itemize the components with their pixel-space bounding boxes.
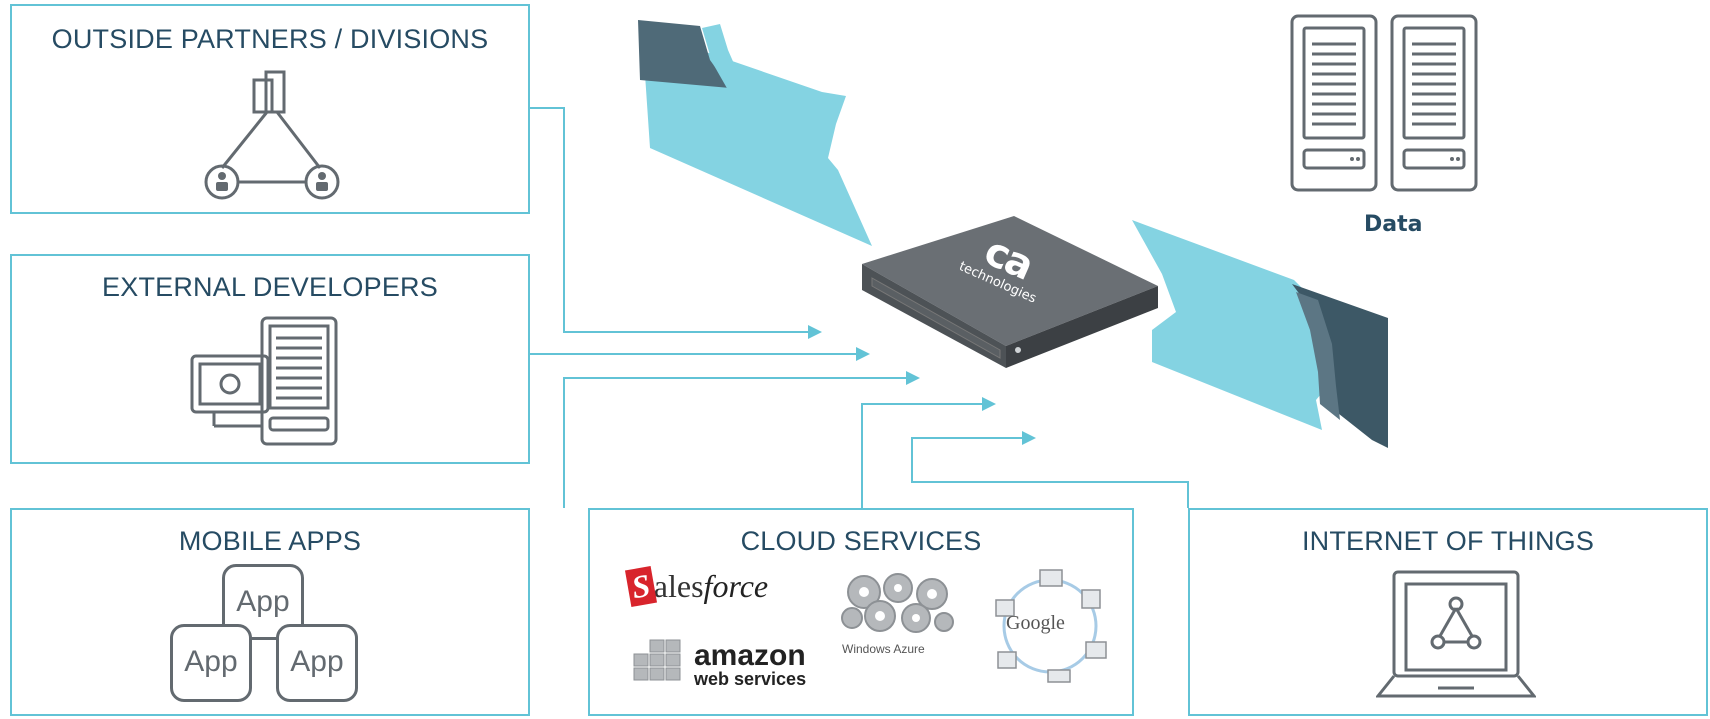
salesforce-s: S: [624, 566, 657, 607]
outbound-flow-band: [1132, 220, 1388, 448]
windows-azure-label: Windows Azure: [842, 642, 925, 656]
server-rack-icon: [1290, 14, 1478, 192]
mobile-apps-title: MOBILE APPS: [178, 526, 362, 556]
salesforce-b: force: [703, 568, 769, 604]
connector-lines: [530, 107, 1189, 508]
google-apps-ring-icon: [995, 569, 1107, 683]
mobile-apps-box: MOBILE APPS App App App: [10, 508, 530, 716]
cloud-services-box: CLOUD SERVICES Salesforce Windows Azure …: [588, 508, 1134, 716]
salesforce-a: ales: [653, 568, 704, 604]
external-developers-box: EXTERNAL DEVELOPERS: [10, 254, 530, 464]
app-tile-left: App: [170, 624, 252, 702]
server-rack-leds: [1350, 157, 1460, 161]
amazon-label: amazon: [694, 639, 806, 672]
app-tile-right: App: [276, 624, 358, 702]
connector-arrowheads: [808, 325, 1036, 445]
external-developers-title: EXTERNAL DEVELOPERS: [102, 272, 438, 302]
azure-gears-icon: [841, 573, 954, 633]
cloud-services-title: CLOUD SERVICES: [740, 526, 982, 556]
developer-workstation-icon: [190, 316, 338, 446]
data-label: Data: [1364, 212, 1423, 237]
aws-label: web services: [694, 669, 807, 689]
aws-cubes-icon: [633, 639, 681, 681]
inbound-flow-band: [638, 20, 872, 246]
laptop-network-icon: [1376, 570, 1536, 698]
network-triangle-icon: [204, 70, 340, 200]
outside-partners-box: OUTSIDE PARTNERS / DIVISIONS: [10, 4, 530, 214]
salesforce-logo: Salesforce: [624, 566, 769, 612]
server-rack-lines: [1312, 42, 1456, 126]
google-label: Google: [1006, 612, 1065, 634]
outside-partners-title: OUTSIDE PARTNERS / DIVISIONS: [51, 24, 489, 54]
internet-of-things-title: INTERNET OF THINGS: [1301, 526, 1595, 556]
gateway-appliance-icon: [862, 216, 1158, 368]
internet-of-things-box: INTERNET OF THINGS: [1188, 508, 1708, 716]
